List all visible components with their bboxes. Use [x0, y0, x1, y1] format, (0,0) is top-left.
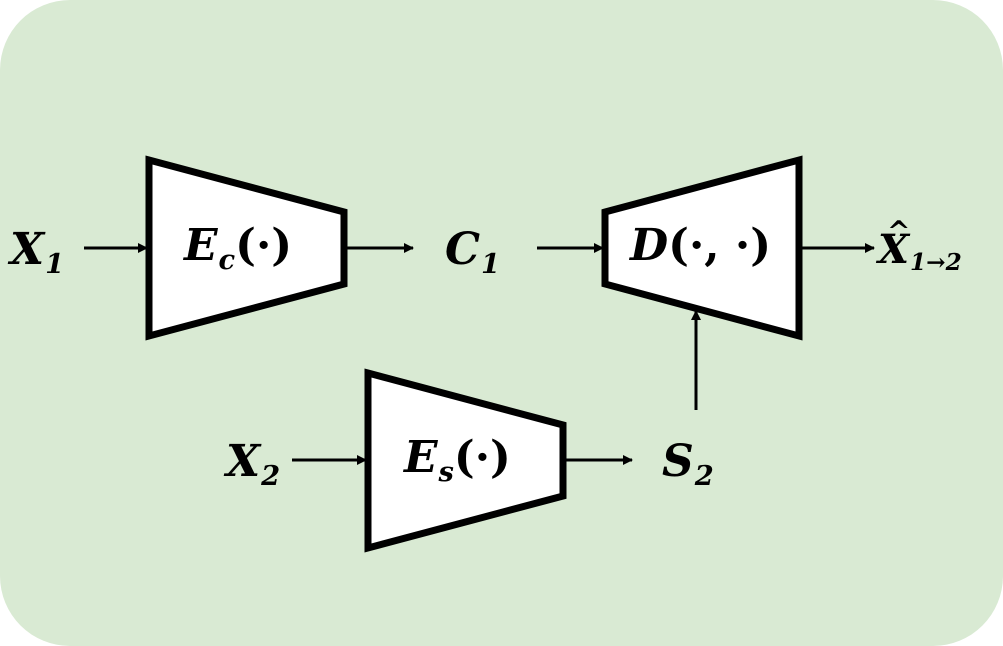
label-c1-sub: 1	[481, 247, 501, 280]
style-encoder-label-sub: s	[438, 455, 454, 488]
content-encoder-label: Ec(·)	[184, 224, 292, 274]
content-encoder-label-args: (·)	[235, 220, 293, 271]
label-c1-base: C	[445, 224, 481, 275]
style-encoder-block	[364, 368, 567, 553]
decoder-block	[601, 155, 803, 341]
label-x1-base: X	[10, 224, 45, 275]
label-x2-sub: 2	[261, 459, 281, 492]
label-x1: X1	[10, 228, 64, 278]
decoder-label-args: (·, ·)	[668, 220, 772, 271]
label-output: X1→2	[878, 218, 962, 274]
content-encoder-block	[145, 155, 348, 341]
label-output-sub: 1→2	[910, 249, 962, 277]
label-s2-base: S	[662, 436, 694, 487]
label-c1: C1	[445, 228, 500, 278]
label-x2: X2	[226, 440, 280, 490]
label-x1-sub: 1	[45, 247, 65, 280]
label-output-base: X	[878, 218, 910, 270]
content-encoder-label-base: E	[184, 220, 218, 271]
style-encoder-label-args: (·)	[453, 432, 511, 483]
decoder-label-base: D	[630, 220, 669, 271]
decoder-label: D(·, ·)	[630, 224, 771, 268]
style-encoder-label-base: E	[404, 432, 438, 483]
label-x2-base: X	[226, 436, 261, 487]
label-s2-sub: 2	[694, 459, 714, 492]
label-s2: S2	[662, 440, 714, 490]
style-encoder-label: Es(·)	[404, 436, 511, 486]
content-encoder-label-sub: c	[218, 243, 236, 276]
